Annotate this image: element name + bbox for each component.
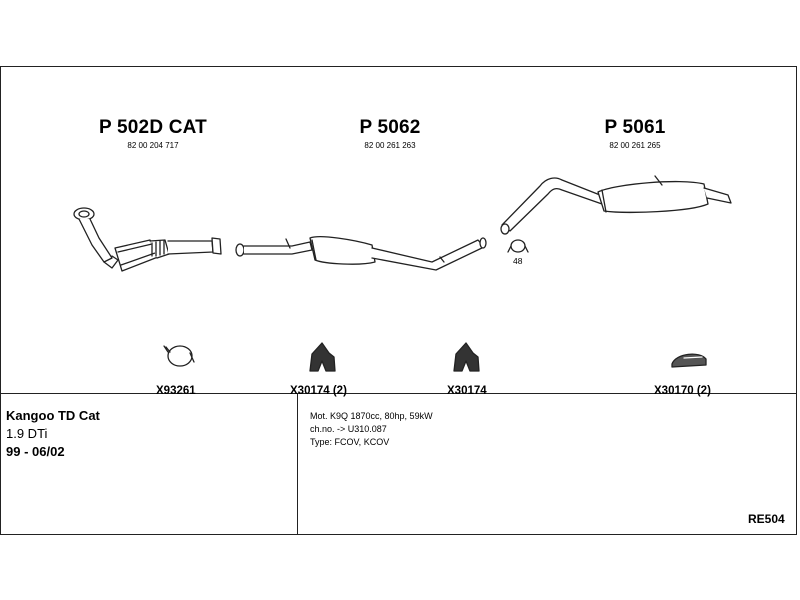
rubber-mount-icon — [671, 353, 707, 368]
rear-silencer-drawing — [500, 175, 732, 235]
rubber-hanger-icon — [309, 342, 336, 372]
diagram-frame — [0, 66, 797, 535]
engine-specs: Mot. K9Q 1870cc, 80hp, 59kW ch.no. -> U3… — [310, 410, 433, 449]
reference-code: RE504 — [748, 512, 785, 526]
part-catalytic-converter: P 502D CAT 82 00 204 717 — [88, 117, 218, 150]
part-code: 82 00 261 263 — [364, 141, 416, 150]
spec-motor: Mot. K9Q 1870cc, 80hp, 59kW — [310, 411, 433, 421]
part-middle-silencer: P 5062 82 00 261 263 — [330, 117, 450, 150]
middle-silencer-drawing — [235, 236, 487, 271]
part-name: P 5061 — [604, 117, 666, 138]
spec-type: Type: FCOV, KCOV — [310, 437, 390, 447]
vehicle-years: 99 - 06/02 — [6, 444, 65, 459]
part-name: P 5062 — [359, 117, 421, 138]
accessory-label: X30174 (2) — [290, 385, 347, 397]
part-code: 82 00 204 717 — [127, 141, 179, 150]
clamp-count-label: 48 — [513, 256, 523, 266]
clamp-icon — [163, 345, 195, 367]
part-rear-silencer: P 5061 82 00 261 265 — [575, 117, 695, 150]
part-name: P 502D CAT — [99, 117, 207, 138]
divider-vertical — [297, 393, 298, 534]
accessory-label: X30174 — [447, 385, 487, 397]
rubber-hanger-icon — [453, 342, 480, 372]
spec-chassis: ch.no. -> U310.087 — [310, 424, 387, 434]
divider-horizontal — [0, 393, 797, 394]
part-code: 82 00 261 265 — [609, 141, 661, 150]
catalytic-converter-drawing — [73, 207, 222, 272]
vehicle-engine: 1.9 DTi — [6, 426, 48, 441]
vehicle-model: Kangoo TD Cat — [6, 408, 100, 423]
clamp-48-drawing — [507, 239, 529, 253]
accessory-label: X93261 — [156, 385, 196, 397]
vehicle-info: Kangoo TD Cat 1.9 DTi 99 - 06/02 — [6, 408, 100, 459]
accessory-label: X30170 (2) — [654, 385, 711, 397]
